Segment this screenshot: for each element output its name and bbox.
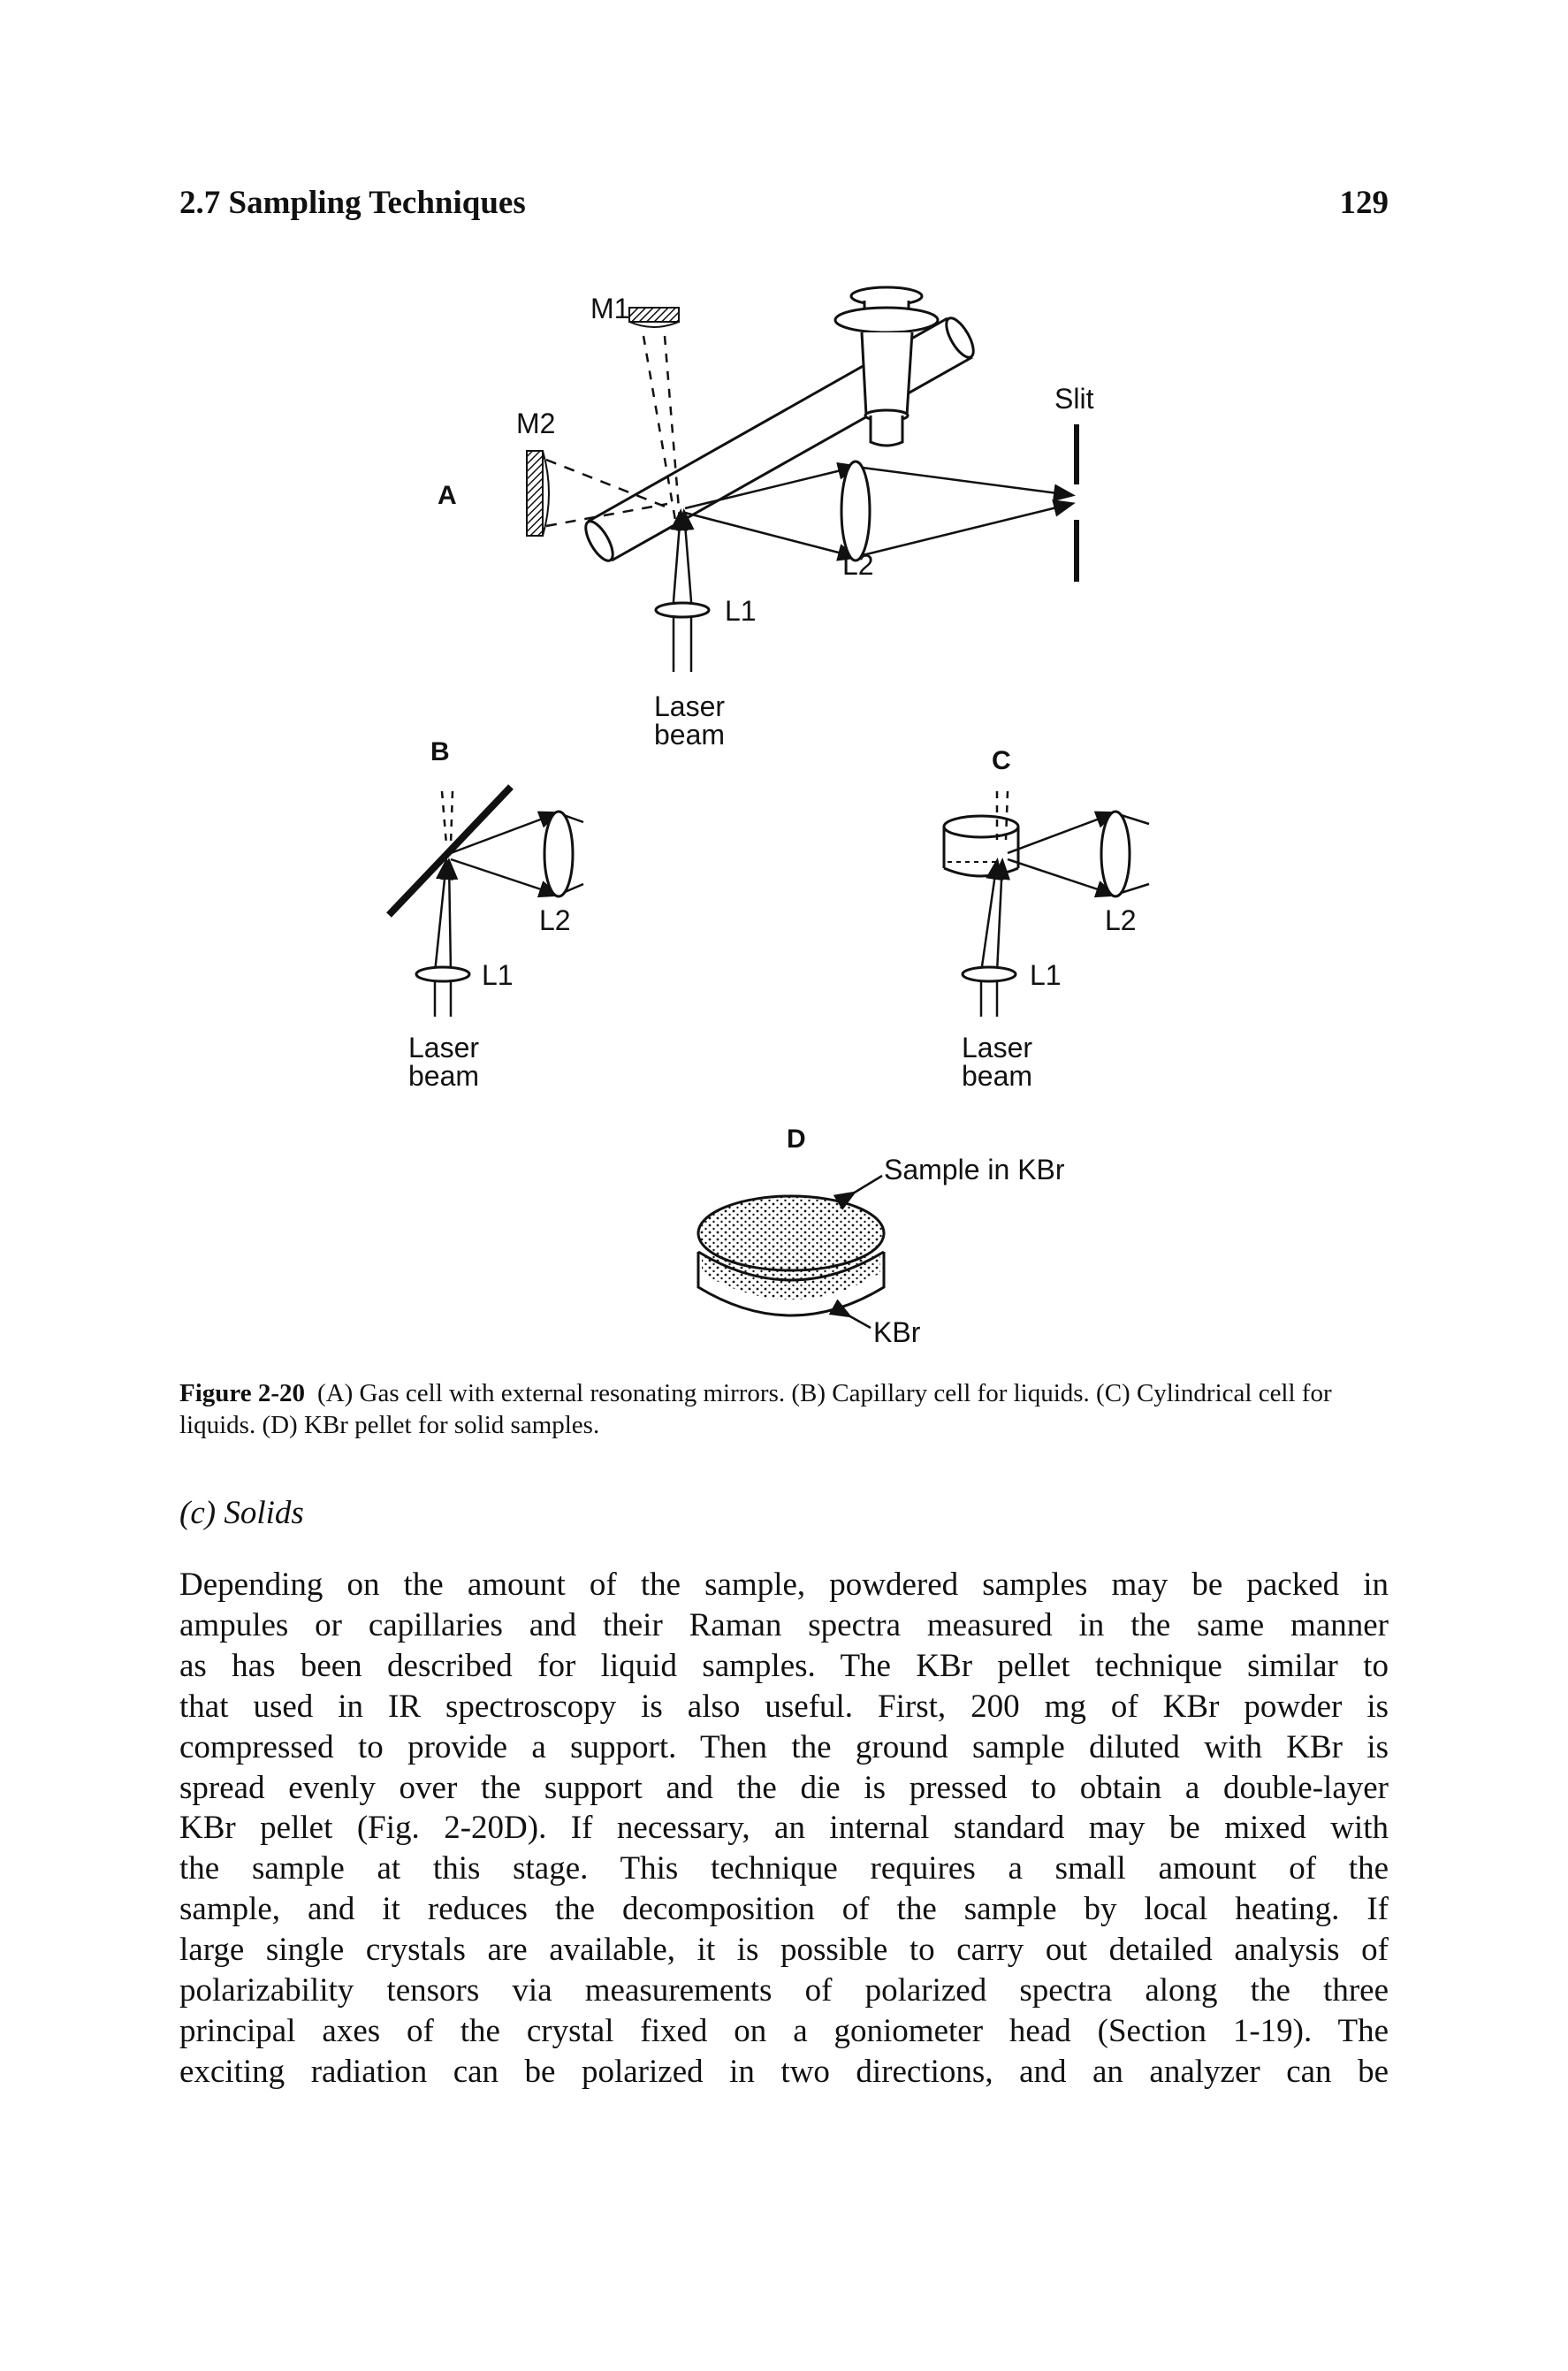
label-l2-b: L2 [539,904,571,936]
figure-caption: Figure 2-20(A) Gas cell with external re… [179,1377,1389,1441]
panel-d [696,1174,886,1330]
body-line: spread evenly over the support and the d… [179,1769,1389,1806]
panel-label-a: A [438,481,457,510]
label-l1-b: L1 [482,959,514,991]
panel-label-c: C [992,746,1011,775]
kbr-pellet [696,1194,886,1317]
gas-cell-tube [584,316,975,562]
lens-l2 [840,460,872,562]
label-slit: Slit [1054,383,1094,415]
label-l2-c: L2 [1105,904,1137,936]
body-line: compressed to provide a support. Then th… [179,1728,1389,1765]
label-m1: M1 [590,293,629,324]
label-l1: L1 [725,595,757,627]
lens-l1-c [961,965,1017,983]
laser-beam-a [670,508,695,672]
label-laser: Laser [654,690,725,722]
body-line: polarizability tensors via measurements … [179,1972,1389,2009]
label-beam-b: beam [408,1060,479,1092]
panel-b-labels: B L2 L1 Laser beam [408,737,571,1092]
section-heading: (c) Solids [179,1495,304,1531]
body-text: Depending on the amount of the sample, p… [179,1565,1389,2093]
panel-b [386,784,584,1017]
body-line: the sample at this stage. This technique… [179,1850,1389,1887]
page-number: 129 [1339,185,1389,221]
label-laser-b: Laser [408,1032,479,1064]
label-beam: beam [654,719,725,751]
label-beam-c: beam [962,1060,1032,1092]
label-laser-c: Laser [962,1032,1032,1064]
label-m2: M2 [516,408,555,439]
body-line: ampules or capillaries and their Raman s… [179,1606,1389,1643]
panel-label-b: B [430,737,450,766]
mirror-m2 [526,450,550,537]
lens-l1-b [415,965,471,983]
lens-l2-b [543,810,575,898]
panel-c-labels: C L2 L1 Laser beam [962,746,1137,1092]
capillary [386,784,514,918]
panel-c [942,790,1150,1017]
body-line: principal axes of the crystal fixed on a… [179,2012,1389,2049]
body-line: large single crystals are available, it … [179,1932,1389,1969]
body-line: as has been described for liquid samples… [179,1647,1389,1684]
panel-a-labels: A M1 M2 Slit L2 L1 Laser beam [438,293,1094,751]
body-line: exciting radiation can be polarized in t… [179,2053,1389,2090]
body-line: KBr pellet (Fig. 2-20D). If necessary, a… [179,1810,1389,1847]
body-line: that used in IR spectroscopy is also use… [179,1688,1389,1725]
panel-label-d: D [787,1125,806,1154]
body-line: Depending on the amount of the sample, p… [179,1567,1389,1603]
beam-m2 [545,458,668,528]
label-kbr: KBr [873,1316,921,1348]
lens-l2-c [1100,810,1131,898]
panel-a [526,286,1079,672]
label-l1-c: L1 [1030,959,1062,991]
body-line: sample, and it reduces the decomposition… [179,1891,1389,1928]
beam-m1 [642,335,682,531]
lens-l1 [654,601,711,619]
caption-label: Figure 2-20 [179,1379,306,1407]
panel-d-labels: D Sample in KBr KBr [787,1125,1065,1348]
cylindrical-cell [942,814,1020,878]
running-head: 2.7 Sampling Techniques 129 [179,177,1389,230]
figure-2-20: A M1 M2 Slit L2 L1 Laser beam [386,286,1150,1348]
collection-optics [833,286,940,447]
label-l2: L2 [842,549,874,581]
caption-text: (A) Gas cell with external resonating mi… [179,1379,1332,1439]
mirror-m1 [628,307,680,328]
beam-to-slit [684,462,1076,561]
section-title: 2.7 Sampling Techniques [179,185,526,221]
label-sample-in-kbr: Sample in KBr [884,1154,1065,1186]
